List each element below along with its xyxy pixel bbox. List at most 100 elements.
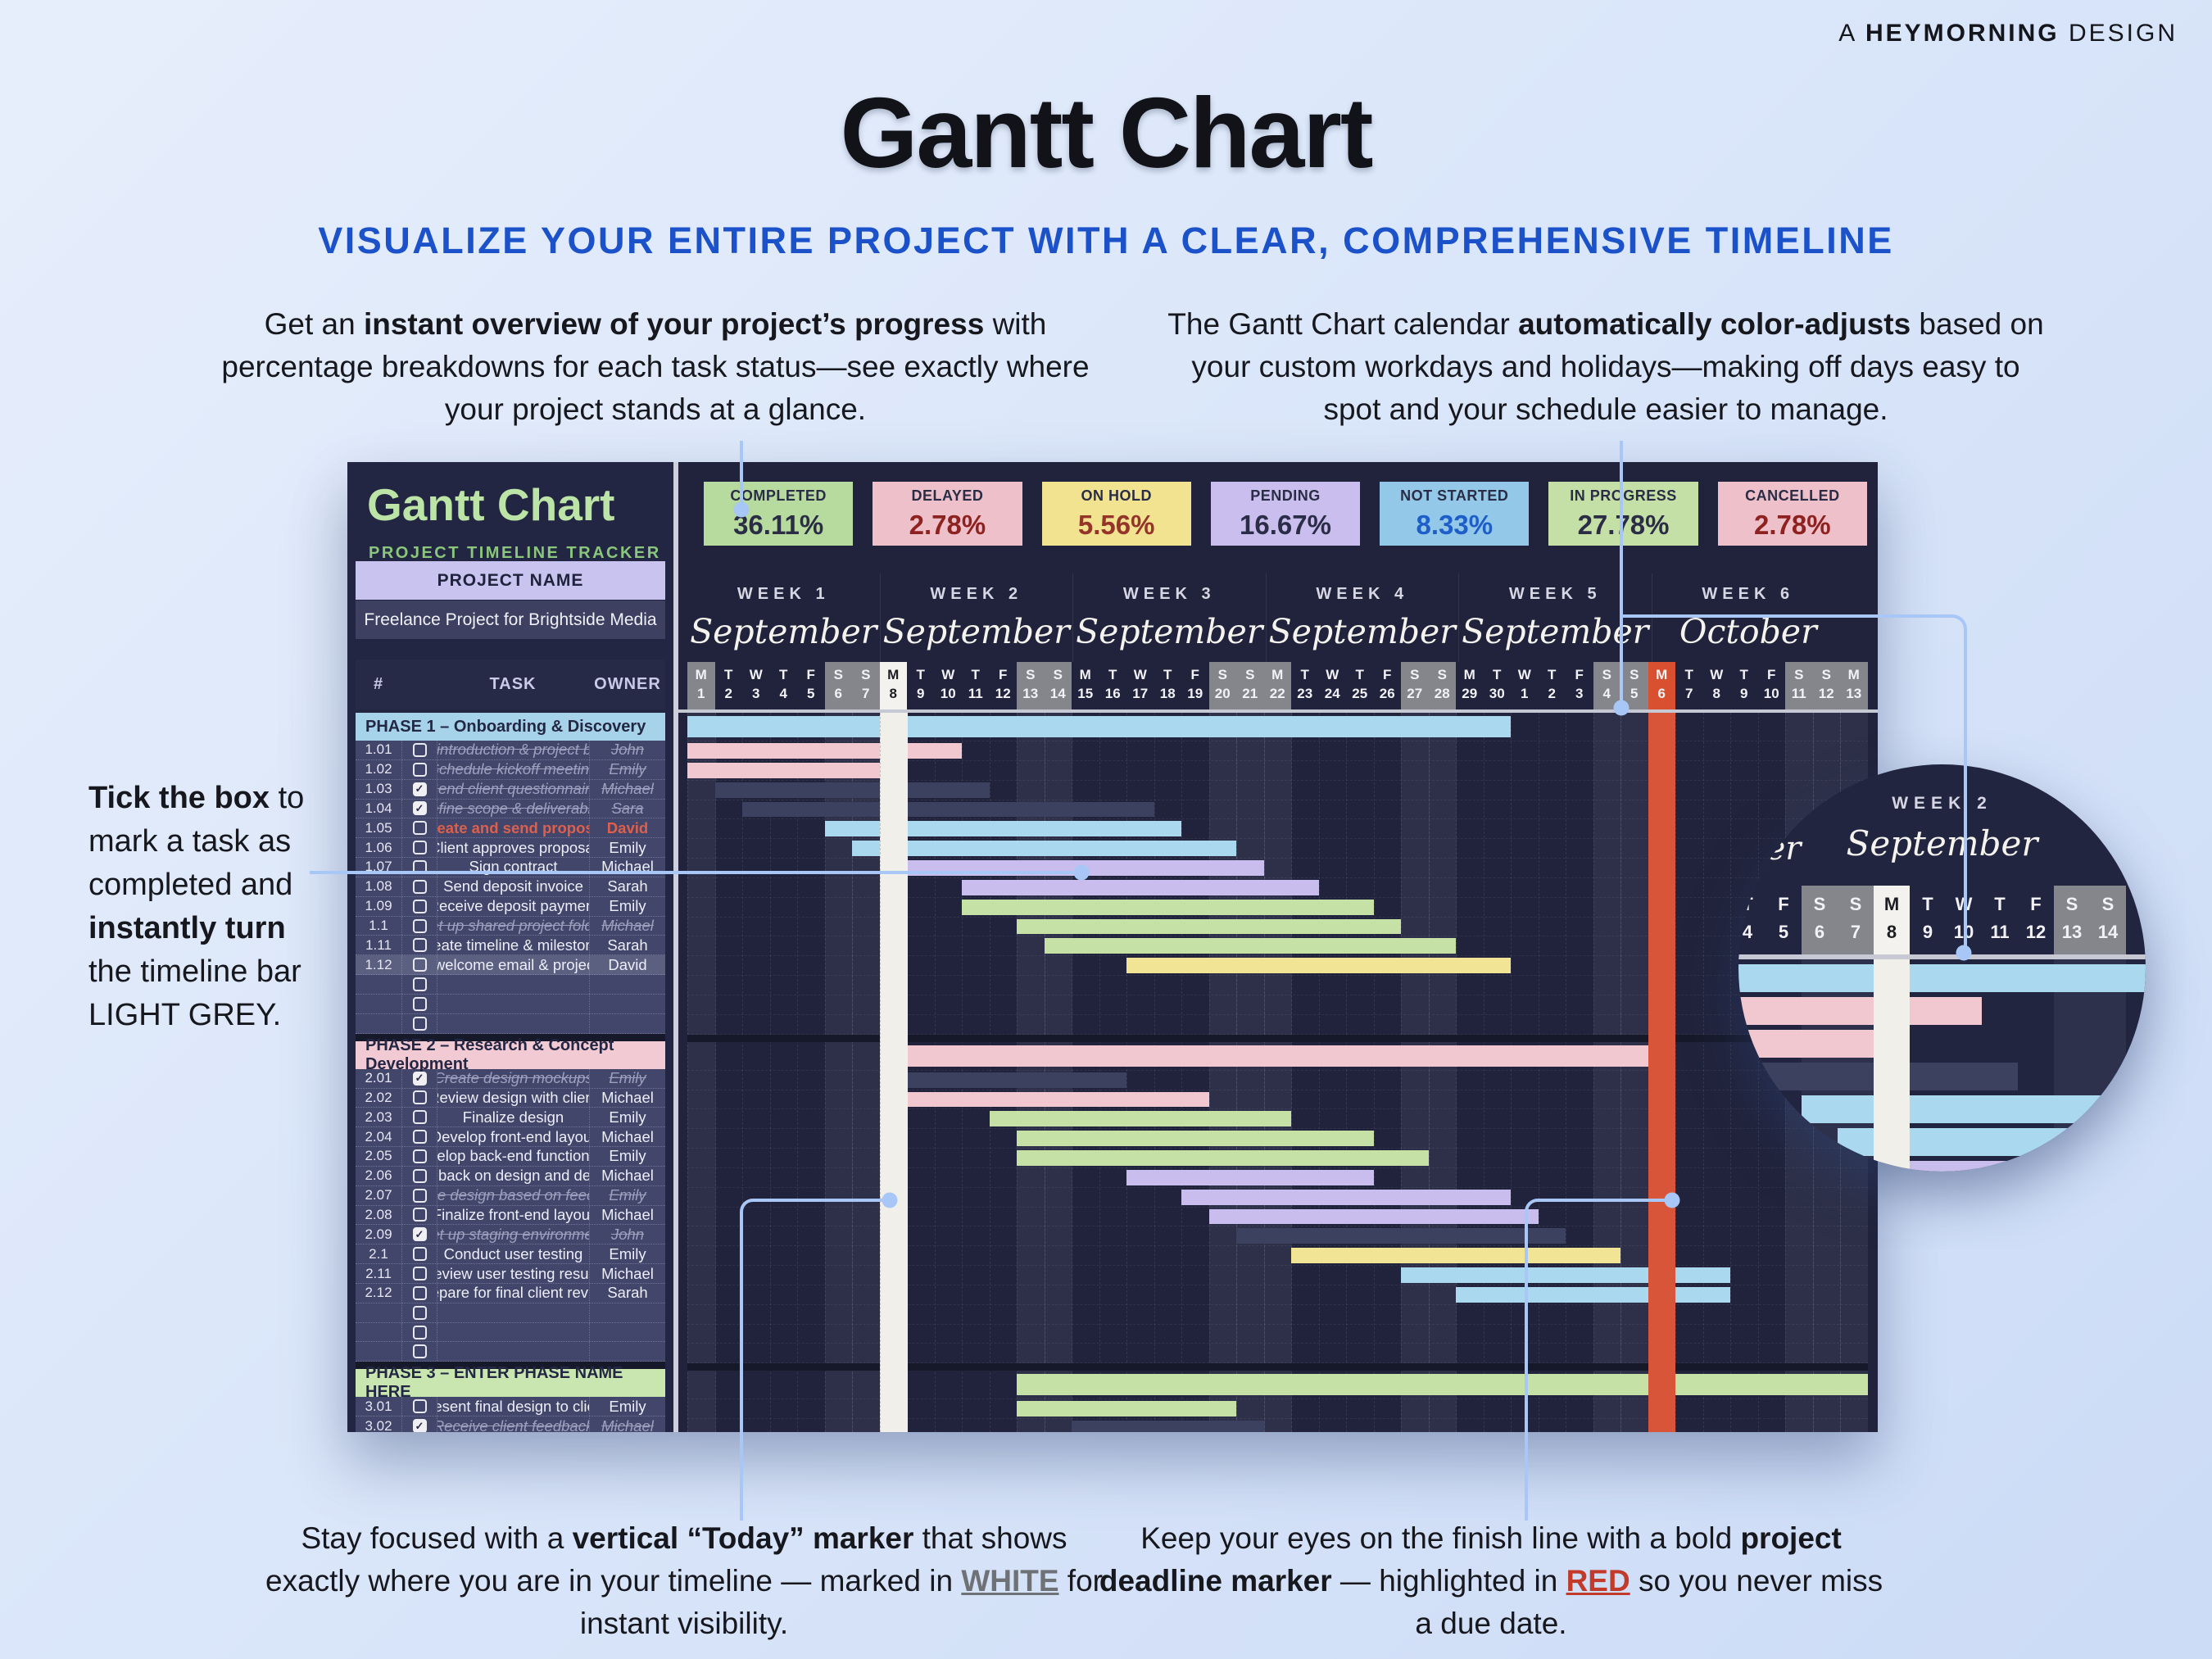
task-name[interactable]: [437, 975, 589, 994]
task-owner[interactable]: David: [589, 955, 665, 975]
task-name[interactable]: Present final design to client: [437, 1397, 589, 1415]
task-name[interactable]: Finalize front-end layout: [437, 1205, 589, 1223]
checkbox-icon[interactable]: [412, 821, 427, 836]
task-owner[interactable]: Michael: [589, 1088, 665, 1108]
task-owner[interactable]: Emily: [589, 1185, 665, 1205]
task-owner[interactable]: [589, 975, 665, 994]
task-name[interactable]: [437, 1014, 589, 1033]
checkbox-checked-icon[interactable]: ✓: [412, 801, 427, 816]
task-name[interactable]: Revise design based on feedback: [437, 1186, 589, 1204]
task-name[interactable]: Schedule kickoff meeting: [437, 760, 589, 778]
task-owner[interactable]: [589, 994, 665, 1013]
checkbox-icon[interactable]: [412, 1188, 427, 1203]
task-name[interactable]: [437, 1342, 589, 1361]
day-letter: W: [1710, 667, 1724, 682]
checkbox-icon[interactable]: [412, 958, 427, 972]
task-number: 2.03: [356, 1108, 402, 1127]
task-owner[interactable]: Sara: [589, 799, 665, 818]
task-name[interactable]: Create timeline & milestones: [437, 936, 589, 954]
checkbox-icon[interactable]: [412, 1247, 427, 1262]
task-owner[interactable]: Michael: [589, 1205, 665, 1225]
checkbox-icon[interactable]: [412, 1090, 427, 1105]
task-owner[interactable]: Michael: [589, 1264, 665, 1283]
checkbox-icon[interactable]: [412, 899, 427, 913]
project-name-value[interactable]: Freelance Project for Brightside Media: [356, 601, 665, 639]
checkbox-checked-icon[interactable]: ✓: [412, 1071, 427, 1086]
task-name[interactable]: Finalize design: [462, 1108, 564, 1126]
task-owner[interactable]: Sarah: [589, 1283, 665, 1303]
week-month: September: [690, 612, 877, 651]
task-owner[interactable]: Emily: [589, 1068, 665, 1088]
task-owner[interactable]: Michael: [589, 1127, 665, 1147]
task-name[interactable]: Define scope & deliverables: [437, 799, 589, 817]
task-name[interactable]: [437, 1303, 589, 1322]
task-owner[interactable]: Michael: [589, 1416, 665, 1432]
callout-line-progress: [740, 441, 743, 510]
task-name[interactable]: Review user testing results: [437, 1264, 589, 1282]
task-name[interactable]: Send welcome email & project brief: [437, 955, 589, 973]
task-owner[interactable]: [589, 1342, 665, 1362]
task-owner[interactable]: Emily: [589, 1147, 665, 1166]
task-owner[interactable]: [589, 1013, 665, 1033]
checkbox-icon[interactable]: [412, 1305, 427, 1320]
task-name[interactable]: [437, 995, 589, 1013]
task-owner[interactable]: John: [589, 741, 665, 759]
checkbox-icon[interactable]: [412, 1168, 427, 1183]
task-name[interactable]: Review design with client: [437, 1088, 589, 1106]
checkbox-icon[interactable]: [412, 1285, 427, 1300]
checkbox-icon[interactable]: [412, 1208, 427, 1222]
task-owner[interactable]: Michael: [589, 1166, 665, 1185]
task-owner[interactable]: Emily: [589, 1397, 665, 1416]
task-owner[interactable]: Michael: [589, 779, 665, 799]
checkbox-checked-icon[interactable]: ✓: [412, 1227, 427, 1242]
checkbox-icon[interactable]: [412, 1325, 427, 1339]
task-owner[interactable]: David: [589, 818, 665, 838]
task-owner[interactable]: John: [589, 1225, 665, 1244]
task-owner[interactable]: [589, 1303, 665, 1322]
checkbox-icon[interactable]: [412, 1016, 427, 1031]
task-owner[interactable]: Emily: [589, 896, 665, 916]
checkbox-icon[interactable]: [412, 841, 427, 855]
task-name[interactable]: Client introduction & project briefing: [437, 741, 589, 759]
task-name[interactable]: Client approves proposal: [437, 838, 589, 856]
checkbox-icon[interactable]: [412, 1130, 427, 1145]
task-owner[interactable]: Sarah: [589, 877, 665, 896]
task-owner[interactable]: [589, 1322, 665, 1342]
task-owner[interactable]: Sarah: [589, 936, 665, 955]
task-owner[interactable]: Emily: [589, 759, 665, 779]
checkbox-icon[interactable]: [412, 742, 427, 757]
checkbox-icon[interactable]: [412, 1344, 427, 1359]
task-name[interactable]: Send deposit invoice: [443, 877, 583, 895]
task-name[interactable]: Send client questionnaire: [437, 780, 589, 798]
task-name[interactable]: Conduct user testing: [443, 1244, 583, 1262]
task-name[interactable]: Prepare for final client review: [437, 1284, 589, 1302]
task-owner[interactable]: Emily: [589, 838, 665, 858]
checkbox-icon[interactable]: [412, 1267, 427, 1281]
task-owner[interactable]: Emily: [589, 1108, 665, 1127]
task-owner[interactable]: Emily: [589, 1244, 665, 1264]
checkbox-icon[interactable]: [412, 918, 427, 933]
checkbox-icon[interactable]: [412, 879, 427, 894]
task-name[interactable]: Client feedback on design and developmen…: [437, 1167, 589, 1185]
task-name[interactable]: Set up shared project folder: [437, 917, 589, 935]
task-owner[interactable]: Michael: [589, 916, 665, 936]
checkbox-icon[interactable]: [412, 938, 427, 953]
task-name[interactable]: [437, 1323, 589, 1342]
checkbox-icon[interactable]: [412, 977, 427, 992]
task-name[interactable]: Create design mockups: [437, 1069, 589, 1087]
task-name[interactable]: Create and send proposal: [437, 818, 589, 836]
checkbox-icon[interactable]: [412, 1149, 427, 1163]
checkbox-checked-icon[interactable]: ✓: [412, 782, 427, 796]
task-name[interactable]: Receive client feedback: [437, 1416, 589, 1432]
task-name[interactable]: Develop front-end layout: [437, 1127, 589, 1145]
checkbox-icon[interactable]: [412, 762, 427, 777]
checkbox-icon[interactable]: [412, 996, 427, 1011]
task-name[interactable]: Set up staging environment: [437, 1225, 589, 1243]
checkbox-icon[interactable]: [412, 1399, 427, 1414]
day-letter: F: [1778, 894, 1789, 914]
task-name[interactable]: Receive deposit payment: [437, 897, 589, 915]
task-name[interactable]: Develop back-end functionality: [437, 1147, 589, 1165]
checkbox-icon[interactable]: [412, 1110, 427, 1125]
checkbox-checked-icon[interactable]: ✓: [412, 1419, 427, 1432]
